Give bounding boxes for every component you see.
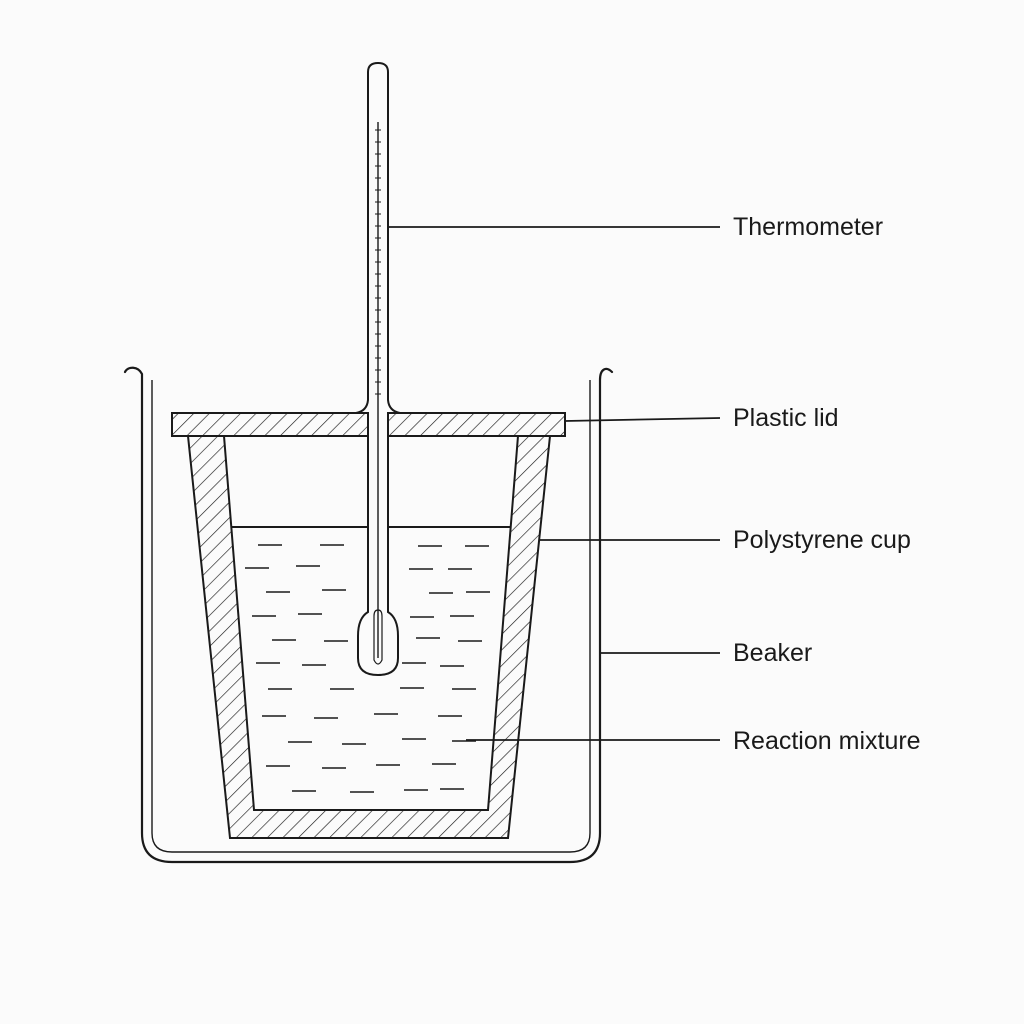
beaker-inner-wall [151, 380, 591, 853]
label-reaction-mixture: Reaction mixture [733, 727, 921, 755]
reaction-mixture [224, 526, 518, 793]
leader-plastic-lid [564, 417, 721, 422]
label-thermometer: Thermometer [733, 213, 884, 241]
leader-lines [388, 226, 721, 741]
thermometer [355, 61, 401, 677]
label-beaker: Beaker [733, 639, 813, 667]
beaker [123, 366, 614, 864]
label-polystyrene-cup: Polystyrene cup [733, 526, 911, 554]
label-plastic-lid: Plastic lid [733, 404, 839, 432]
